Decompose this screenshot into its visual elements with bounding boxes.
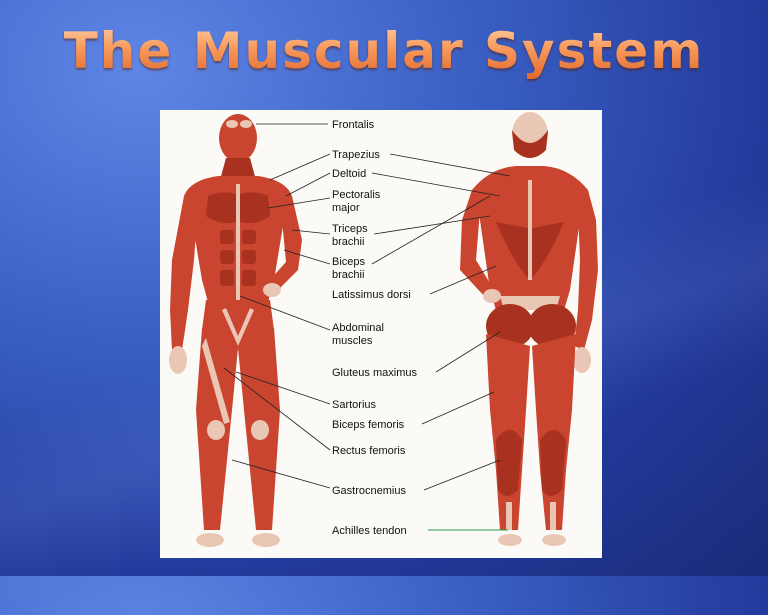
label-abdominal-line2: muscles — [332, 335, 373, 347]
leader-lines — [223, 123, 511, 531]
label-achilles-tendon: Achilles tendon — [332, 525, 407, 537]
label-gluteus-maximus: Gluteus maximus — [332, 367, 417, 379]
diagram-svg: Frontalis Trapezius Deltoid Pectoralis m… — [169, 112, 598, 547]
muscle-labels: Frontalis Trapezius Deltoid Pectoralis m… — [332, 119, 417, 537]
label-gastrocnemius: Gastrocnemius — [332, 485, 406, 497]
label-deltoid: Deltoid — [332, 168, 366, 180]
label-abdominal-line1: Abdominal — [332, 322, 384, 334]
label-triceps-line1: Triceps — [332, 223, 368, 235]
label-trapezius: Trapezius — [332, 149, 380, 161]
slide-title: The Muscular System — [0, 22, 768, 80]
back-body-figure — [460, 112, 598, 546]
label-pectoralis-line1: Pectoralis — [332, 189, 381, 201]
label-triceps-line2: brachii — [332, 236, 364, 248]
muscular-system-diagram: Frontalis Trapezius Deltoid Pectoralis m… — [160, 110, 602, 558]
label-sartorius: Sartorius — [332, 399, 377, 411]
label-latissimus-dorsi: Latissimus dorsi — [332, 289, 411, 301]
label-biceps-line1: Biceps — [332, 256, 366, 268]
label-biceps-line2: brachii — [332, 269, 364, 281]
label-biceps-femoris: Biceps femoris — [332, 419, 405, 431]
label-rectus-femoris: Rectus femoris — [332, 445, 406, 457]
label-pectoralis-line2: major — [332, 202, 360, 214]
front-body-figure — [169, 114, 302, 547]
label-frontalis: Frontalis — [332, 119, 375, 131]
